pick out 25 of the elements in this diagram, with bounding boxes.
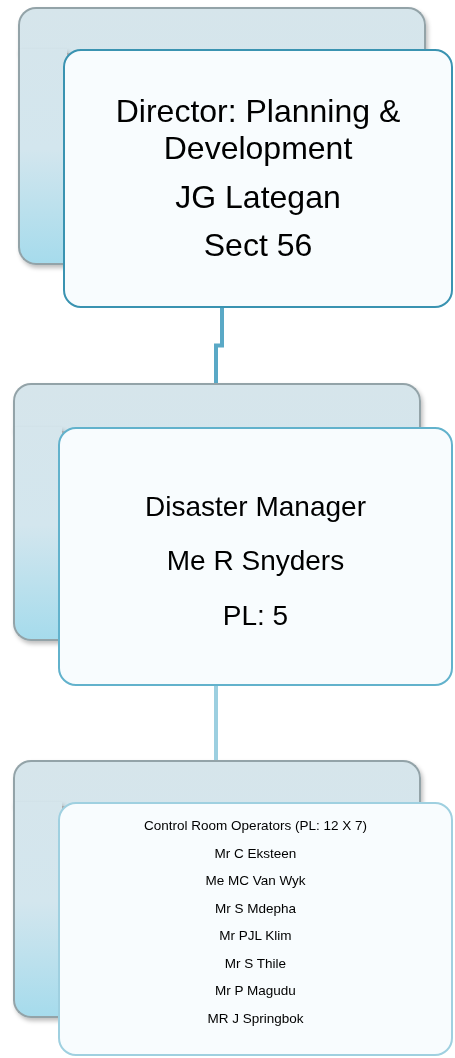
backing-card-top [13,383,421,431]
connector-line [214,686,218,760]
position-text: Mr S Thile [224,955,287,972]
position-title: Disaster Manager [145,491,366,524]
position-text: Sect 56 [203,227,313,265]
position-text: Mr C Eksteen [214,845,297,862]
position-box [58,802,453,1056]
position-text: PL: 5 [222,599,289,632]
position-box [58,427,453,686]
position-title: Director: Planning & Development [114,92,402,167]
backing-card-top [13,760,421,806]
position-text: Mr S Mdepha [214,900,296,917]
position-text: Me MC Van Wyk [205,873,306,889]
position-text: MR J Springbok [207,1010,304,1027]
backing-card-side [18,49,67,265]
position-text: Mr P Magudu [215,983,296,999]
position-text: Mr PJL Klim [219,928,292,944]
position-text: JG Lategan [175,178,341,216]
backing-card-top [18,7,426,53]
position-title: Control Room Operators (PL: 12 X 7) [144,818,367,834]
position-box [63,49,453,308]
connector-line [214,308,224,383]
backing-card-side [13,802,62,1018]
position-text: Me R Snyders [166,545,345,578]
backing-card-side [13,427,62,641]
